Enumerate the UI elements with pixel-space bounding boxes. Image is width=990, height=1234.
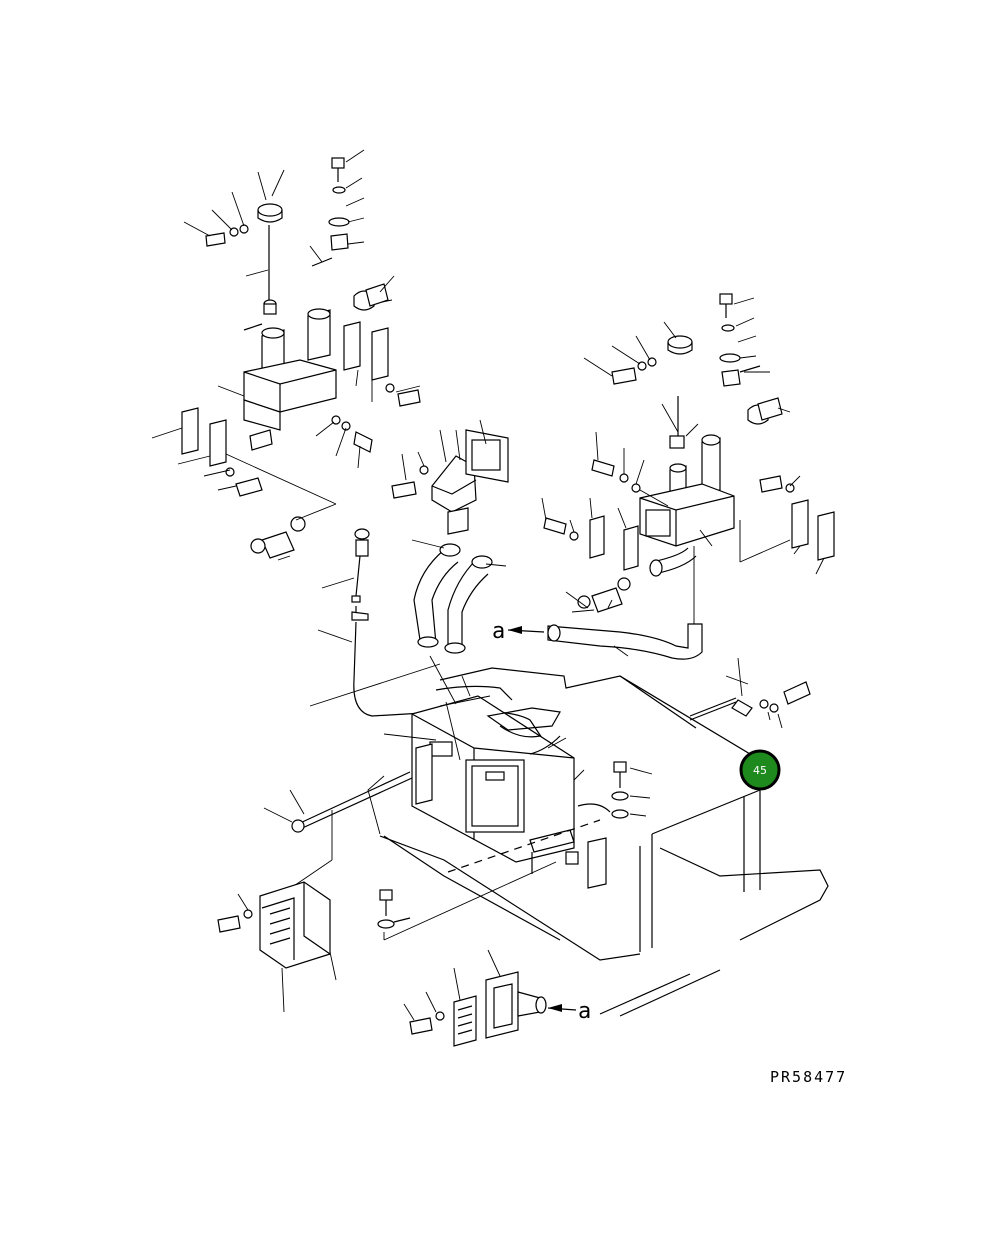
cab-structure xyxy=(309,655,829,1017)
callout-a-bottom: a xyxy=(578,999,591,1024)
right-wire xyxy=(689,657,811,729)
ground-cable xyxy=(263,771,413,895)
drawing-code: PR58477 xyxy=(770,1068,847,1086)
left-louver xyxy=(217,881,337,1013)
return-hose: a xyxy=(492,619,703,660)
center-duct xyxy=(391,419,509,654)
callout-a-top: a xyxy=(492,619,505,644)
left-leaders xyxy=(183,149,421,469)
left-valve-assembly xyxy=(205,157,421,453)
switch-cable xyxy=(317,528,543,739)
lower-duct: a xyxy=(403,949,591,1047)
page-number-badge: 45 xyxy=(739,749,781,791)
right-valve-assembly xyxy=(541,293,835,624)
mid-bolt xyxy=(377,861,557,941)
page-number: 45 xyxy=(753,764,767,777)
left-bracket xyxy=(151,407,263,497)
left-hose-clamp xyxy=(225,453,337,561)
